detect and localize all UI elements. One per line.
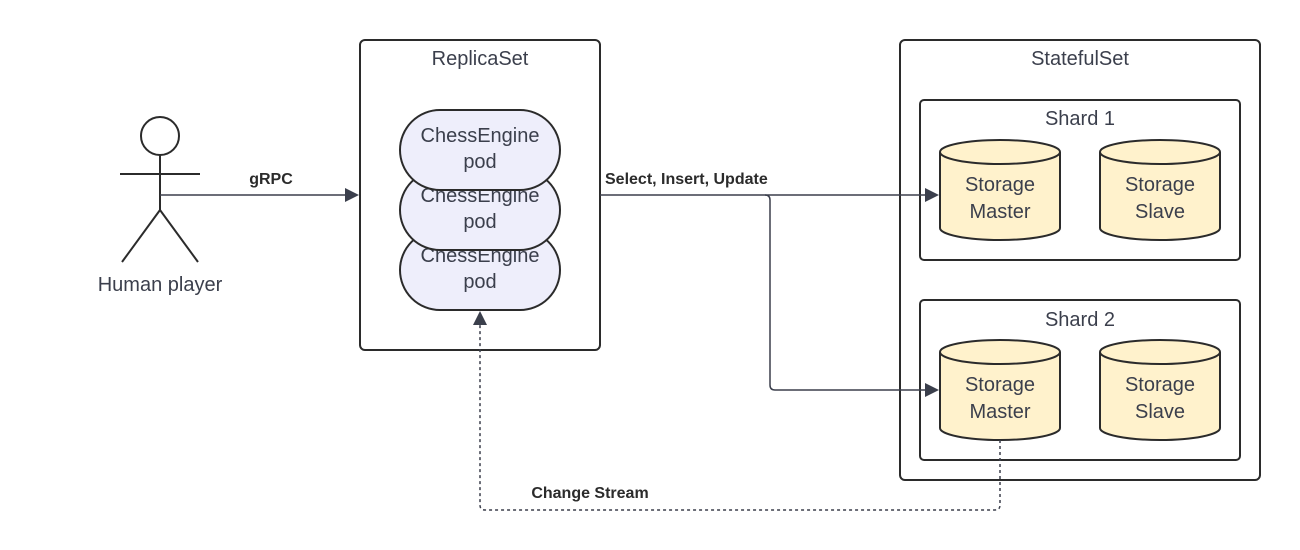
shard-1-storage-slave[interactable]: Storage Slave [1099, 139, 1221, 241]
statefulset-title: StatefulSet [1031, 48, 1129, 70]
actor-human-player[interactable]: Human player [98, 116, 223, 296]
edge-queries-label: Select, Insert, Update [605, 171, 768, 188]
shard-1-slave-cylinder [1099, 139, 1221, 241]
edge-change-stream[interactable]: Change Stream [473, 311, 1001, 511]
shard-2-slave-label-line2: Slave [1135, 401, 1185, 423]
shard-2-master-label-line1: Storage [965, 374, 1035, 396]
shard-1-slave-label-line1: Storage [1125, 174, 1195, 196]
shard-2-slave-label-line1: Storage [1125, 374, 1195, 396]
shard-2-slave-cylinder [1099, 339, 1221, 441]
shard-1-storage-master[interactable]: Storage Master [939, 139, 1061, 241]
shard-1-slave-label-line2: Slave [1135, 201, 1185, 223]
edge-grpc[interactable]: gRPC [160, 171, 359, 202]
pod-3-label-line2: pod [463, 271, 496, 293]
shard-2-storage-master[interactable]: Storage Master [939, 339, 1061, 441]
shard-1-slave-cylinder-rim [1099, 151, 1221, 165]
pod-1[interactable]: ChessEngine pod [399, 109, 561, 191]
shard-2-storage-slave[interactable]: Storage Slave [1099, 339, 1221, 441]
edge-grpc-label: gRPC [249, 171, 293, 188]
replicaset-title: ReplicaSet [432, 48, 529, 70]
edge-queries-arrowhead-shard-2 [925, 383, 939, 397]
actor-left-leg [121, 209, 161, 263]
pod-2-label-line2: pod [463, 211, 496, 233]
edge-queries[interactable]: Select, Insert, Update [600, 171, 939, 397]
pod-1-label-line1: ChessEngine [421, 125, 540, 147]
shard-2-master-cylinder [939, 339, 1061, 441]
edge-change-stream-label: Change Stream [531, 485, 648, 502]
shard-2-title: Shard 2 [1045, 309, 1115, 331]
shard-1-master-label-line1: Storage [965, 174, 1035, 196]
shard-1-master-cylinder [939, 139, 1061, 241]
edge-queries-arrowhead-shard-1 [925, 188, 939, 202]
shard-2-slave-cylinder-rim [1099, 351, 1221, 365]
edge-change-stream-line [479, 325, 1001, 511]
pod-1-label-line2: pod [463, 151, 496, 173]
shard-2-master-cylinder-rim [939, 351, 1061, 365]
actor-head [140, 116, 180, 156]
pod-1-shape [399, 109, 561, 191]
shard-2-master-label-line2: Master [969, 401, 1030, 423]
edge-change-stream-arrowhead [473, 311, 487, 325]
edge-queries-line-shard-2 [764, 194, 926, 391]
actor-right-leg [159, 209, 199, 263]
shard-1-master-cylinder-rim [939, 151, 1061, 165]
shard-1-title: Shard 1 [1045, 108, 1115, 130]
shard-1-master-label-line2: Master [969, 201, 1030, 223]
actor-label: Human player [98, 274, 223, 296]
edge-grpc-arrowhead [345, 188, 359, 202]
